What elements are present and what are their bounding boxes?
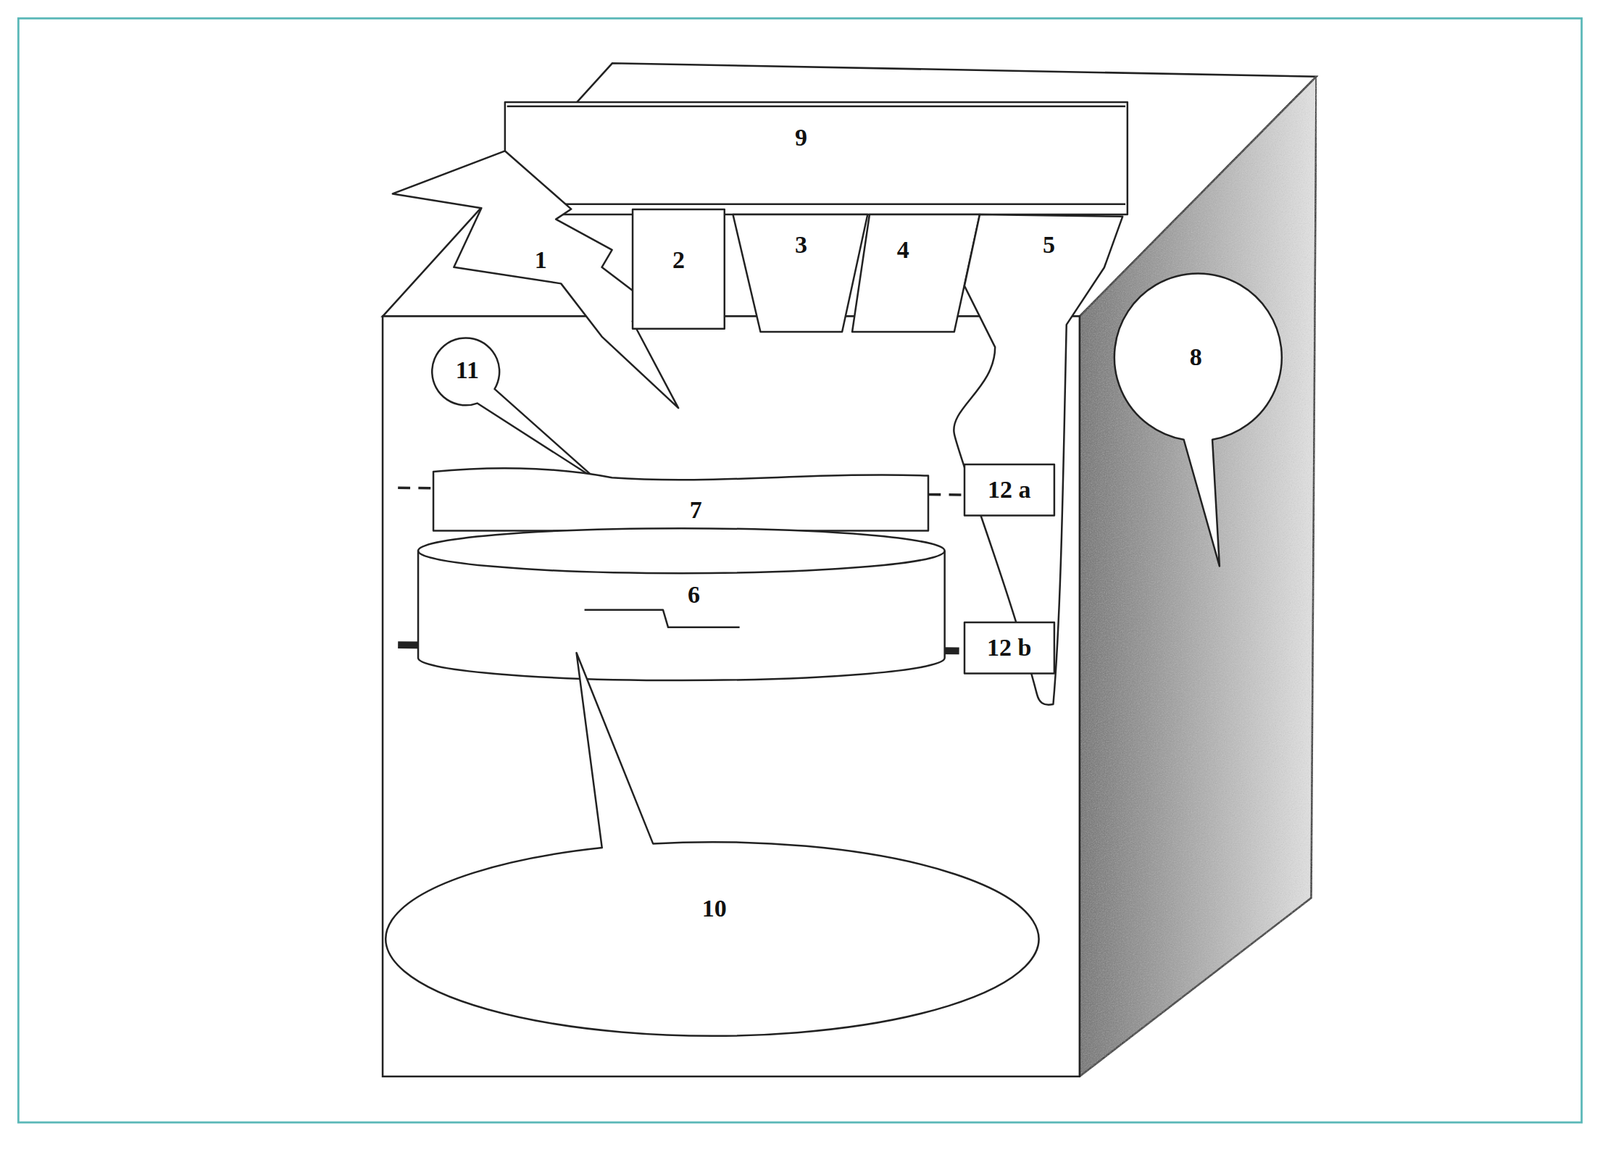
callout-number: 4 <box>895 236 911 264</box>
callout-number: 2 <box>671 246 687 274</box>
part-callout: 10 <box>382 642 1051 1046</box>
outline-stroke <box>433 468 929 531</box>
callout-number: 3 <box>793 231 809 258</box>
part-callout: 12 b <box>964 622 1055 674</box>
callout-number: 12 a <box>986 476 1033 503</box>
outline-stroke <box>964 622 1055 674</box>
callout-number: 6 <box>686 581 702 608</box>
outline-stroke <box>584 610 740 628</box>
callout-outline <box>413 525 953 684</box>
callout-number: 10 <box>700 894 729 922</box>
part-callout: 12 a <box>964 464 1055 516</box>
part-callout: 11 <box>428 331 602 485</box>
outline-stroke <box>964 464 1055 516</box>
part-callout: 9 <box>497 97 1135 222</box>
callout-number: 5 <box>1041 231 1057 258</box>
callout-outline <box>1107 270 1286 572</box>
outline-stroke <box>632 209 725 329</box>
part-callout: 2 <box>627 204 730 335</box>
callout-number: 11 <box>454 356 481 384</box>
callout-outline <box>382 642 1051 1046</box>
callout-outline <box>497 97 1135 222</box>
callout-number: 9 <box>793 123 809 151</box>
part-callout: 7 <box>428 459 934 537</box>
outline-stroke <box>432 337 598 480</box>
outline-stroke <box>852 214 980 332</box>
outline-stroke <box>418 550 945 574</box>
part-callout: 6 <box>413 525 953 684</box>
callout-number: 8 <box>1188 343 1204 371</box>
outline-stroke <box>385 652 1039 1037</box>
callout-outline <box>428 459 934 537</box>
frame <box>18 18 1582 1123</box>
callout-number: 12 b <box>985 634 1033 661</box>
outline-stroke <box>418 528 945 681</box>
part-callout: 3 <box>726 209 875 337</box>
callout-number: 1 <box>533 246 549 274</box>
outline-stroke <box>732 214 868 332</box>
outline-stroke <box>507 105 1126 108</box>
outline-stroke <box>505 102 1128 215</box>
callout-outline <box>428 331 602 485</box>
callout-outline <box>847 209 985 337</box>
outline-stroke <box>1114 273 1282 567</box>
callout-outline <box>726 209 875 337</box>
outline-stroke <box>953 214 1123 706</box>
part-callout: 8 <box>1107 270 1286 572</box>
callout-number: 7 <box>688 496 704 524</box>
part-callout: 4 <box>847 209 985 337</box>
outline-stroke <box>507 202 1126 206</box>
